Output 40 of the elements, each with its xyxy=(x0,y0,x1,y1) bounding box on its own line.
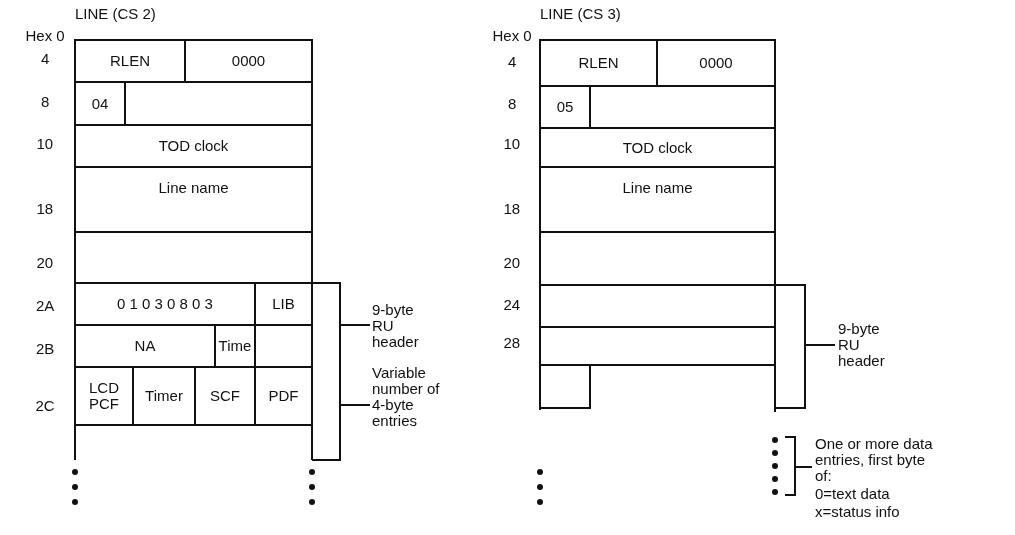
offset-label: Hex 0 xyxy=(492,28,532,44)
bracket-label: 9-byte RU header xyxy=(372,302,420,350)
offset-label: 8 xyxy=(41,94,50,110)
record-field: Line name xyxy=(74,166,313,233)
record-field: LCD PCF xyxy=(74,366,134,426)
offset-label: 8 xyxy=(508,96,517,112)
offset-label: Hex 0 xyxy=(25,28,65,44)
empty-record-field xyxy=(539,326,776,366)
empty-record-field xyxy=(539,284,776,328)
offset-label: 2C xyxy=(35,398,55,414)
offset-label: 10 xyxy=(36,136,54,152)
offset-label: 24 xyxy=(503,297,521,313)
bracket-label: x=status info xyxy=(815,504,900,520)
offset-label: 18 xyxy=(503,201,521,217)
bracket-label: 9-byte RU header xyxy=(838,321,886,369)
offset-label: 4 xyxy=(41,51,50,67)
offset-label: 20 xyxy=(503,255,521,271)
record-title: LINE (CS 3) xyxy=(540,6,621,22)
record-field: TOD clock xyxy=(539,127,776,168)
bracket-label: Variable number of 4-byte entries xyxy=(372,365,441,429)
record-field: 0000 xyxy=(656,39,776,87)
record-field: TOD clock xyxy=(74,124,313,168)
offset-label: 4 xyxy=(508,54,517,70)
offset-label: 2B xyxy=(36,341,55,357)
empty-record-field xyxy=(74,231,313,284)
bracket-label: 0=text data xyxy=(815,486,890,502)
offset-label: 18 xyxy=(36,201,54,217)
record-field: PDF xyxy=(254,366,313,426)
record-title: LINE (CS 2) xyxy=(75,6,156,22)
offset-label: 20 xyxy=(36,255,54,271)
empty-record-field xyxy=(539,364,591,409)
record-field: 0000 xyxy=(184,39,313,83)
record-field: Line name xyxy=(539,166,776,233)
record-field: RLEN xyxy=(74,39,186,83)
offset-label: 28 xyxy=(503,335,521,351)
empty-record-field xyxy=(539,231,776,286)
offset-label: 10 xyxy=(503,136,521,152)
record-field: RLEN xyxy=(539,39,658,87)
bracket-label: One or more data entries, first byte of: xyxy=(815,436,933,484)
offset-label: 2A xyxy=(36,298,55,314)
